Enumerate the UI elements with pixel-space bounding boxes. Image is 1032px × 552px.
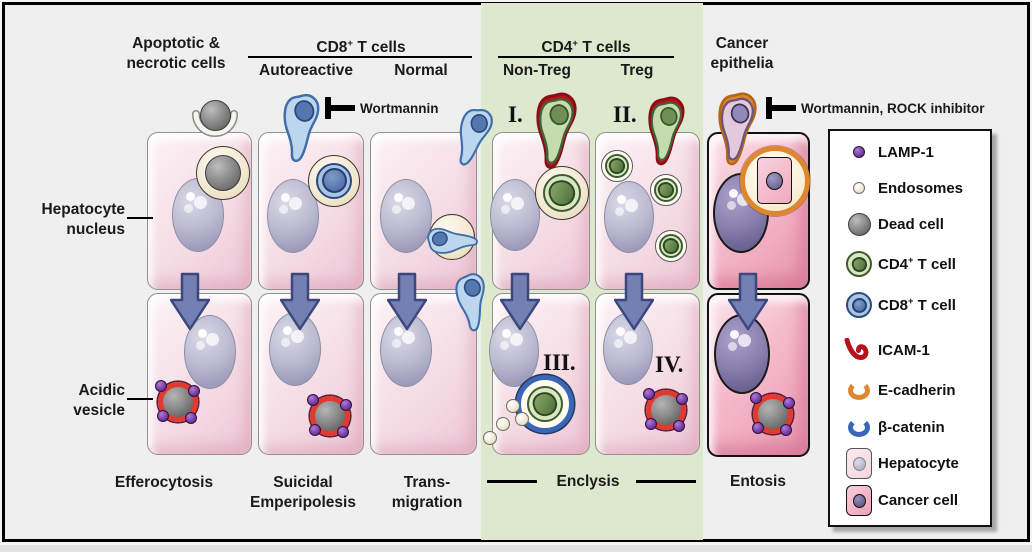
endosome [496, 417, 510, 431]
header-cd4-tcells: CD4+ T cells [541, 38, 631, 57]
lamp1-dot [673, 420, 685, 432]
legend-row: CD4+ T cell [840, 249, 986, 279]
lamp1-dot [676, 393, 688, 405]
inhibitor-bar-icon [325, 97, 355, 119]
lamp1-dot [750, 392, 762, 404]
bcatenin-icon [848, 417, 870, 437]
lamp1-dot [157, 410, 169, 422]
header-cancer-epithelia: Cancer epithelia [710, 35, 774, 72]
cd4-tcell-icam [537, 93, 576, 168]
cd4-underline [498, 56, 674, 58]
cd8-tcell-icon [846, 292, 872, 318]
lamp1-dot [307, 394, 319, 406]
acidic-vesicle-label: Acidic vesicle [73, 382, 125, 419]
lamp1-dot [340, 399, 352, 411]
phagocytic-cup-icon [192, 110, 238, 137]
hepatocyte-nucleus [603, 313, 653, 385]
inhibitor-bar-icon [766, 97, 796, 119]
cd8-nucleus [322, 168, 347, 193]
pointer-line [127, 398, 153, 400]
arrow-down-icon [387, 272, 427, 331]
header-cd8-tcells: CD8+ T cells [316, 38, 406, 57]
legend-row: Endosomes [840, 173, 986, 203]
lamp1-dot [337, 426, 349, 438]
legend-row: ICAM-1 [840, 335, 986, 365]
lamp1-dot [643, 388, 655, 400]
cd8-underline [248, 56, 472, 58]
wortmannin-rock-label: Wortmannin, ROCK inhibitor [801, 101, 985, 116]
lamp1-dot [783, 397, 795, 409]
acidic-vesicle [155, 379, 201, 425]
header-autoreactive: Autoreactive [259, 62, 353, 79]
hepatocyte-nucleus [489, 315, 539, 387]
lamp1-dot [155, 380, 167, 392]
legend-row: Cancer cell [840, 484, 986, 516]
process-suicidal-emperipolesis: Suicidal Emperipolesis [250, 474, 356, 511]
arrow-down-icon [500, 272, 540, 331]
endosome [483, 431, 497, 445]
process-enclysis: Enclysis [556, 473, 620, 490]
dead-cell-icon [847, 212, 871, 236]
lamp1-icon [853, 146, 865, 158]
legend-row: LAMP-1 [840, 137, 986, 167]
numeral-IV: IV. [655, 352, 684, 377]
arrow-down-icon [280, 272, 320, 331]
dead-cell [205, 155, 241, 191]
acidic-vesicle [750, 391, 796, 437]
hepatocyte-nucleus [380, 179, 432, 253]
legend-box: LAMP-1 Endosomes Dead cell CD4+ T cell [828, 129, 992, 527]
legend-row: Hepatocyte [840, 447, 986, 479]
cd4-tcell-icon [846, 251, 872, 277]
header-apoptotic: Apoptotic & necrotic cells [126, 35, 226, 72]
dead-cell [200, 100, 231, 131]
lamp1-dot [309, 424, 321, 436]
hepatocyte-nucleus [184, 315, 236, 389]
header-non-treg: Non-Treg [502, 62, 572, 79]
hepatocyte-icon [846, 447, 872, 479]
arrow-down-icon [170, 272, 210, 331]
enclysis-dash-right [636, 480, 696, 483]
endosome [515, 412, 529, 426]
pointer-line [127, 217, 153, 219]
header-normal: Normal [394, 62, 448, 79]
legend-row: CD8+ T cell [840, 290, 986, 320]
ecadherin-icon [848, 380, 870, 400]
lamp1-dot [188, 385, 200, 397]
lamp1-dot [185, 412, 197, 424]
arrow-down-icon [614, 272, 654, 331]
acidic-vesicle [643, 387, 689, 433]
cd4-tcell-icam [649, 97, 684, 165]
arrow-down-icon [728, 272, 768, 331]
header-treg: Treg [620, 62, 654, 79]
lamp1-dot [645, 418, 657, 430]
internalized-cell-nucleus [766, 172, 783, 190]
cancer-nucleus [714, 314, 770, 394]
cd8-tcell [427, 225, 478, 255]
hepatocyte-nucleus-label: Hepatocyte nucleus [41, 201, 125, 238]
bottom-margin [0, 545, 1032, 552]
cancer-cell-icon [846, 484, 872, 516]
legend-row: Dead cell [840, 209, 986, 239]
acidic-vesicle [307, 393, 353, 439]
numeral-III: III. [543, 350, 576, 375]
numeral-II: II. [613, 102, 637, 127]
legend-row: E-cadherin [840, 375, 986, 405]
hepatocyte-nucleus [490, 179, 540, 251]
endosome [506, 399, 520, 413]
wortmannin-label: Wortmannin [360, 101, 439, 116]
numeral-I: I. [508, 102, 523, 127]
icam1-icon [844, 338, 869, 360]
lamp1-dot [780, 424, 792, 436]
process-transmigration: Trans- migration [391, 474, 463, 511]
endosome-icon [853, 182, 865, 194]
lamp1-dot [752, 422, 764, 434]
enclysis-dash-left [487, 480, 537, 483]
cd8-tcell [284, 95, 319, 161]
process-efferocytosis: Efferocytosis [114, 474, 214, 491]
legend-row: β-catenin [840, 412, 986, 442]
process-entosis: Entosis [730, 473, 786, 490]
hepatocyte-nucleus [604, 181, 654, 253]
hepatocyte-nucleus [269, 312, 321, 386]
